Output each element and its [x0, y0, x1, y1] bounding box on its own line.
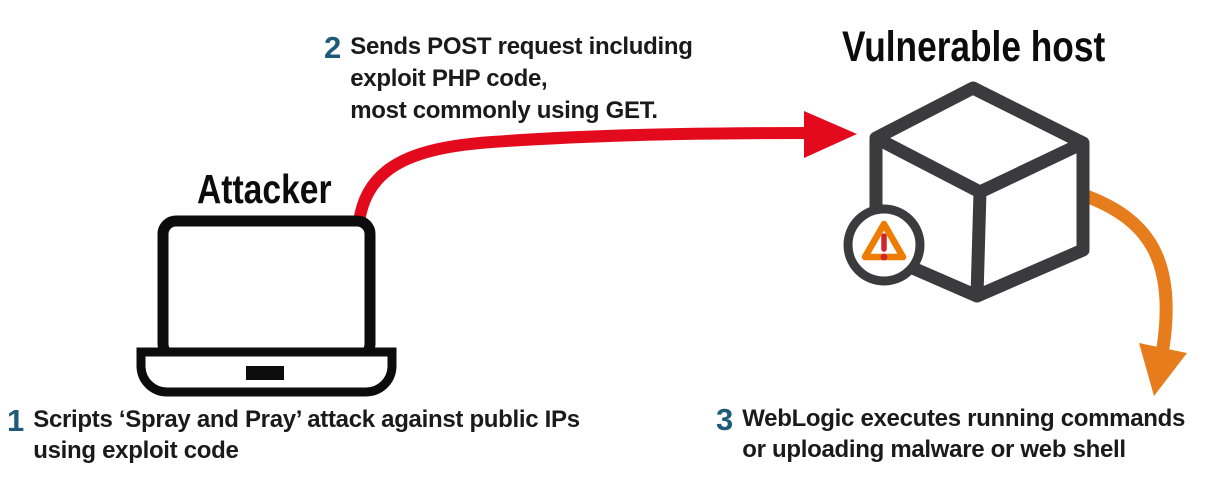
- red-arrow-line: [352, 127, 815, 238]
- step-2-line-2: exploit PHP code,: [350, 65, 548, 92]
- step-2-text: Sends POST request including exploit PHP…: [350, 31, 693, 127]
- step-1-number: 1: [7, 403, 25, 438]
- step-1-line-1: Scripts ‘Spray and Pray’ attack against …: [33, 406, 580, 433]
- attacker-label: Attacker: [197, 166, 332, 212]
- step-2-annotation: 2 Sends POST request including exploit P…: [324, 31, 693, 127]
- red-arrow: [352, 111, 857, 238]
- step-1-annotation: 1 Scripts ‘Spray and Pray’ attack agains…: [7, 404, 580, 466]
- laptop-icon: [136, 215, 397, 397]
- step-3-line-1: WebLogic executes running commands: [742, 405, 1186, 432]
- step-1-text: Scripts ‘Spray and Pray’ attack against …: [33, 404, 580, 466]
- step-2-line-1: Sends POST request including: [350, 33, 693, 60]
- orange-arrow-line: [1079, 189, 1173, 355]
- laptop-trackpad-notch: [246, 366, 284, 380]
- orange-arrow-head: [1139, 343, 1187, 396]
- laptop-screen: [157, 215, 376, 363]
- step-2-number: 2: [324, 30, 342, 65]
- vulnerable-host-label: Vulnerable host: [842, 23, 1106, 71]
- warning-exclamation-dot: [880, 253, 888, 261]
- step-3-annotation: 3 WebLogic executes running commands or …: [716, 403, 1185, 465]
- cube-icon: [843, 81, 1090, 303]
- step-2-line-3: most commonly using GET.: [350, 97, 658, 124]
- orange-arrow: [1079, 189, 1187, 396]
- step-3-number: 3: [716, 402, 734, 437]
- step-1-line-2: using exploit code: [33, 437, 239, 464]
- step-3-text: WebLogic executes running commands or up…: [742, 403, 1185, 465]
- step-3-line-2: or uploading malware or web shell: [742, 436, 1126, 463]
- red-arrow-head: [804, 111, 857, 158]
